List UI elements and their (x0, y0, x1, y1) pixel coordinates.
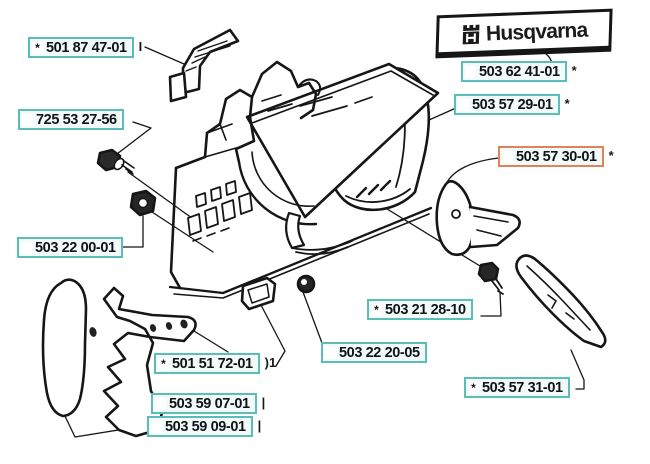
label-marker: * (32, 41, 43, 54)
screw-drawing-right (477, 261, 504, 295)
husqvarna-logo-plate: Husqvarna (435, 8, 613, 59)
part-number: 503 22 20-05 (339, 344, 420, 361)
label-marker: * (371, 303, 382, 316)
part-label-503-57-31-01[interactable]: *503 57 31-01 (464, 377, 575, 398)
part-label-503-62-41-01[interactable]: 503 62 41-01 * (461, 61, 577, 82)
part-label-501-87-47-01[interactable]: *501 87 47-01 I (28, 37, 142, 58)
part-number: 503 57 31-01 (482, 379, 563, 396)
label-marker (458, 98, 469, 111)
part-label-503-57-30-01-highlighted[interactable]: 503 57 30-01 * (498, 146, 614, 167)
label-marker (21, 241, 32, 254)
guide-bracket-drawing (435, 179, 521, 257)
crankcase-drawing (168, 60, 440, 299)
screw-drawing-left (96, 148, 135, 175)
nut-drawing-left (129, 189, 157, 217)
label-marker: * (468, 381, 479, 394)
label-marker (151, 420, 162, 433)
part-label-501-51-72-01[interactable]: *501 51 72-01 )1 (154, 353, 276, 374)
label-marker (325, 346, 336, 359)
part-number: 503 59 07-01 (169, 395, 250, 412)
label-suffix: * (564, 96, 570, 111)
label-marker (155, 397, 166, 410)
husqvarna-logo-text: Husqvarna (485, 18, 588, 45)
label-suffix: * (571, 63, 577, 78)
part-label-503-22-00-01[interactable]: 503 22 00-01 (17, 237, 128, 258)
part-label-503-59-07-01[interactable]: 503 59 07-01 | (151, 393, 265, 414)
label-marker (465, 65, 476, 78)
part-label-503-21-28-10[interactable]: *503 21 28-10 (367, 299, 478, 320)
part-number: 503 22 00-01 (35, 239, 116, 256)
part-number: 501 87 47-01 (46, 39, 127, 56)
label-suffix: | (261, 395, 266, 410)
label-suffix: I (138, 39, 143, 54)
part-number: 503 57 29-01 (472, 96, 553, 113)
part-label-725-53-27-56[interactable]: 725 53 27-56 (18, 109, 129, 130)
part-number: 503 62 41-01 (479, 63, 560, 80)
part-number: 501 51 72-01 (172, 355, 253, 372)
cover-plate-drawing (240, 276, 277, 311)
part-label-503-59-09-01[interactable]: 503 59 09-01 | (147, 416, 261, 437)
vent-slots (187, 180, 253, 236)
side-strip-drawing (515, 254, 607, 349)
part-label-503-22-20-05[interactable]: 503 22 20-05 (321, 342, 432, 363)
part-number: 503 57 30-01 (516, 148, 597, 165)
husqvarna-crown-icon (462, 24, 480, 44)
part-number: 503 21 28-10 (385, 301, 466, 318)
part-number: 725 53 27-56 (36, 111, 117, 128)
part-label-503-57-29-01[interactable]: 503 57 29-01 * (454, 94, 570, 115)
label-marker (502, 150, 513, 163)
label-marker: * (158, 357, 169, 370)
label-suffix: * (608, 148, 614, 163)
small-nut-drawing (296, 274, 316, 294)
part-number: 503 59 09-01 (165, 418, 246, 435)
label-suffix: )1 (264, 355, 277, 370)
label-marker (22, 113, 33, 126)
label-suffix: | (257, 418, 262, 433)
guard-plate-drawings (41, 278, 197, 438)
bracket-part-drawing (168, 28, 240, 103)
